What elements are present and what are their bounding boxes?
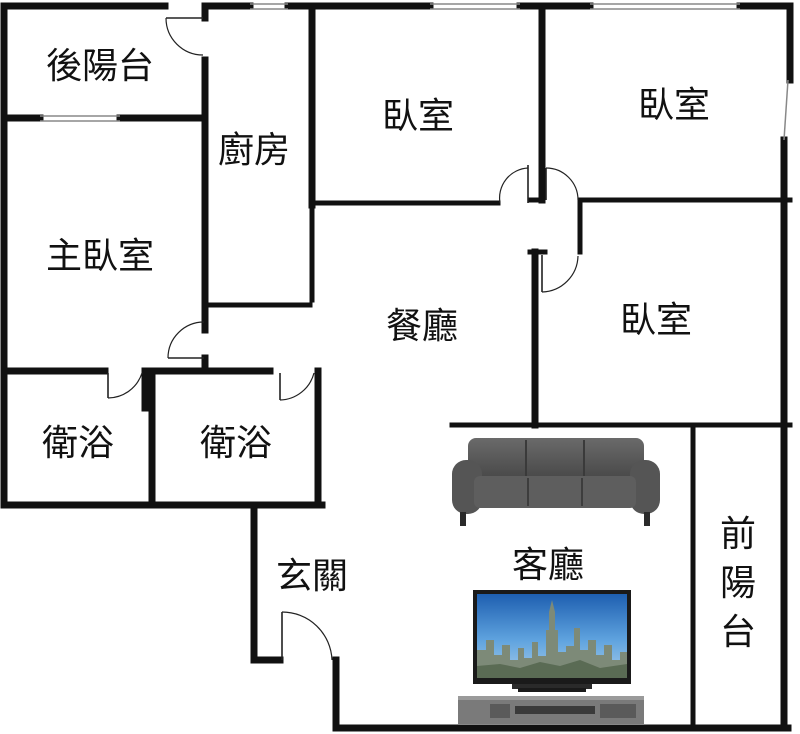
label-kitchen: 廚房: [218, 130, 290, 171]
tv-stand-icon: [458, 696, 644, 724]
television-icon: [473, 590, 631, 692]
label-living: 客廳: [512, 545, 584, 586]
label-bathroom-left: 衛浴: [42, 423, 114, 464]
label-bedroom-top-middle: 臥室: [382, 96, 454, 137]
label-bedroom-top-right: 臥室: [638, 85, 710, 126]
door-bedroom-middle[interactable]: [498, 165, 529, 204]
label-front-balcony-2: 陽: [720, 563, 756, 604]
door-bedroom-top-right[interactable]: [545, 167, 579, 201]
windows: [40, 3, 789, 141]
label-master-bedroom: 主臥室: [46, 236, 154, 277]
door-rear-balcony[interactable]: [165, 17, 204, 56]
door-master-bedroom[interactable]: [167, 321, 205, 359]
label-bathroom-right: 衛浴: [200, 423, 272, 464]
door-bedroom-right[interactable]: [541, 255, 579, 293]
doors: [107, 17, 579, 661]
door-bathroom-right[interactable]: [279, 372, 315, 401]
label-front-balcony-1: 前: [720, 514, 756, 555]
label-rear-balcony: 後陽台: [46, 46, 154, 87]
label-front-balcony-3: 台: [720, 612, 756, 653]
door-bathroom-left[interactable]: [107, 372, 143, 399]
door-entrance[interactable]: [281, 611, 333, 661]
sofa-icon: [452, 438, 660, 526]
label-entrance: 玄關: [276, 556, 348, 597]
label-dining: 餐廳: [386, 306, 458, 347]
label-bedroom-right: 臥室: [620, 300, 692, 341]
